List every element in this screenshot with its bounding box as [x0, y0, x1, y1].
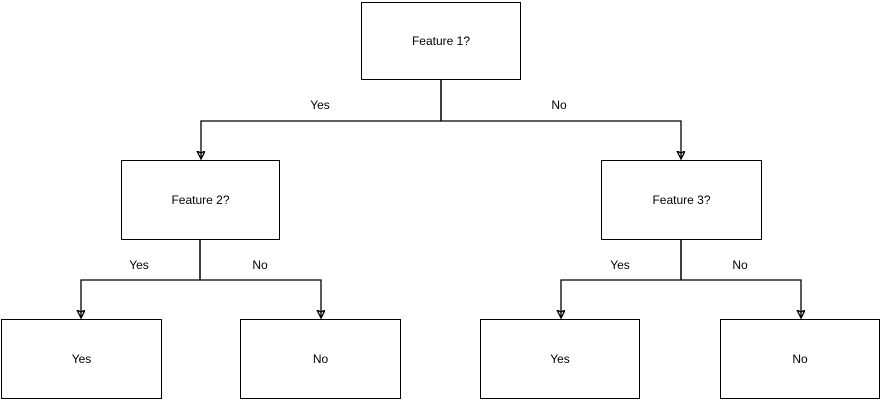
edge-label-root-yes: Yes: [307, 98, 333, 112]
edge-label-root-no: No: [548, 98, 570, 112]
node-leaf-yes-left: Yes: [1, 319, 162, 399]
edge-label-feature2-no: No: [249, 258, 271, 272]
node-feature-3: Feature 3?: [601, 160, 762, 240]
node-feature-1: Feature 1?: [361, 2, 521, 80]
node-feature-2: Feature 2?: [121, 160, 280, 240]
node-leaf-no-right: No: [720, 319, 880, 399]
node-leaf-yes-right: Yes: [480, 319, 640, 399]
edge-label-feature3-yes: Yes: [607, 258, 633, 272]
edge-label-feature2-yes: Yes: [126, 258, 152, 272]
node-leaf-no-left: No: [240, 319, 401, 399]
edge-label-feature3-no: No: [729, 258, 751, 272]
